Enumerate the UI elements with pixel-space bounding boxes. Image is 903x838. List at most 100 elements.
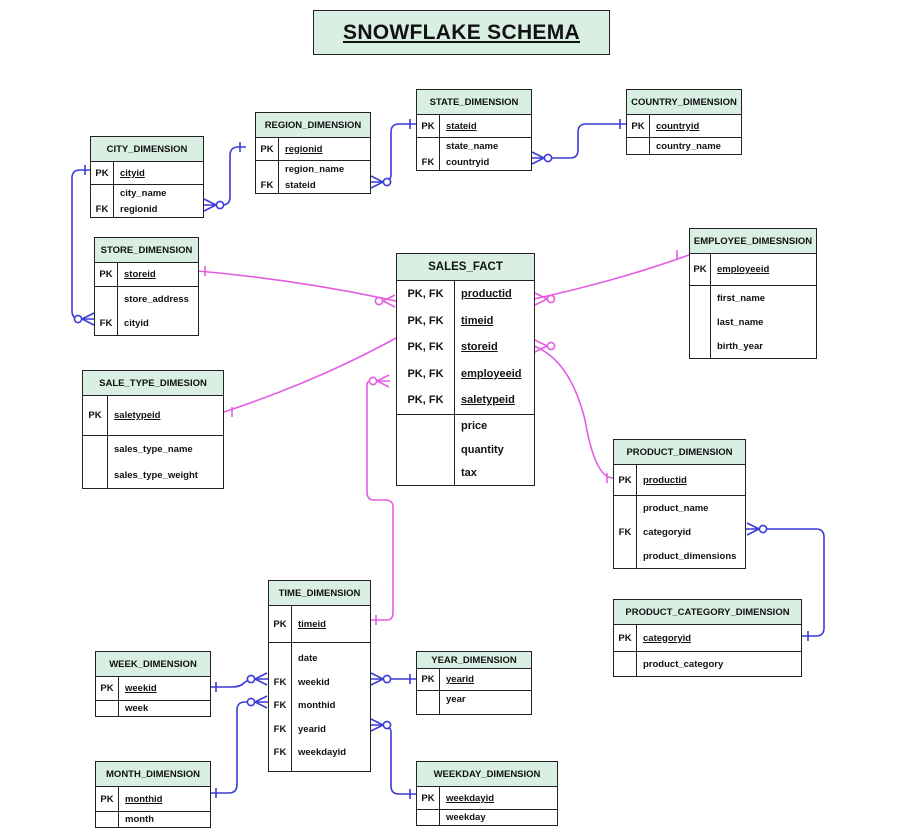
fk-marker: FK [273,676,287,688]
field-timeid: timeid [461,314,494,327]
entity-header: MONTH_DIMENSION [96,762,210,787]
field-regionid: regionid [120,203,158,215]
field-product-name: product_name [643,502,709,514]
fact-links [197,250,690,625]
pk-marker: PK [100,683,114,694]
pk-marker: PK [421,674,435,685]
field-stateid: stateid [285,179,316,191]
diagram-title-text: SNOWFLAKE SCHEMA [343,20,580,44]
attr-section: sales_type_name sales_type_weight [83,436,223,488]
link-product-fact [533,345,614,479]
field-weekid: weekid [298,676,330,688]
dimension-links [71,119,825,799]
attr-section: first_name last_name birth_year [690,286,816,358]
link-time-weekday [370,724,417,795]
pk-fk-marker: PK, FK [407,314,444,327]
pk-fk-marker: PK, FK [407,394,444,407]
link-employee-fact [533,254,690,300]
field-product-category: product_category [643,658,724,670]
pk-marker: PK [421,792,435,804]
field-stateid: stateid [446,120,477,132]
link-product-category [746,528,825,637]
fk-marker: FK [273,700,287,712]
field-quantity: quantity [461,443,504,456]
entity-header: CITY_DIMENSION [91,137,203,162]
attr-section: month [96,812,210,827]
field-city-name: city_name [120,187,167,199]
pk-marker: PK [88,410,102,421]
entity-header: STORE_DIMENSION [95,238,198,263]
field-timeid: timeid [298,618,326,630]
field-regionid: regionid [285,143,323,155]
link-state-country [531,123,627,159]
field-price: price [461,420,488,433]
entity-header: COUNTRY_DIMENSION [627,90,741,115]
fk-marker: FK [421,156,435,168]
field-yearid: yearid [446,674,474,685]
entity-header: TIME_DIMENSION [269,581,370,606]
link-time-week [211,678,268,688]
pk-marker: PK [273,618,287,630]
entity-header: SALES_FACT [397,254,534,281]
fk-marker: FK [95,203,109,215]
entity-header: WEEKDAY_DIMENSION [417,762,557,787]
pk-section: PK timeid [269,606,370,643]
field-country-name: country_name [656,140,721,152]
field-tax: tax [461,467,477,480]
fk-marker: FK [273,747,287,759]
field-cityid: cityid [120,167,145,179]
field-saletypeid: saletypeid [461,394,515,407]
pk-marker: PK [618,474,632,486]
entity-header: WEEK_DIMENSION [96,652,210,677]
pk-marker: PK [693,264,707,275]
pk-fk-marker: PK, FK [407,367,444,380]
field-storeid: storeid [461,341,498,354]
link-region-state [370,123,416,183]
entity-header: STATE_DIMENSION [417,90,531,115]
pk-section: PK regionid [256,138,370,161]
attr-section: product_category [614,652,801,676]
field-state-name: state_name [446,140,499,152]
link-time-fact [366,380,394,621]
entity-header: REGION_DIMENSION [256,113,370,138]
field-week: week [125,703,149,714]
pk-marker: PK [618,632,632,644]
field-saletypeid: saletypeid [114,410,161,421]
pk-fk-marker: PK, FK [407,341,444,354]
pk-fk-marker: PK, FK [407,288,444,301]
attr-section: week [96,701,210,716]
link-time-month [211,701,268,794]
link-saletype-fact [223,337,397,413]
fk-marker: FK [273,723,287,735]
field-store-address: store_address [124,293,189,305]
field-date: date [298,653,318,665]
pk-marker: PK [421,120,435,132]
field-storeid: storeid [124,269,156,280]
pk-marker: PK [260,143,274,155]
pk-section: PK stateid [417,115,531,138]
attr-section: year [417,691,531,714]
